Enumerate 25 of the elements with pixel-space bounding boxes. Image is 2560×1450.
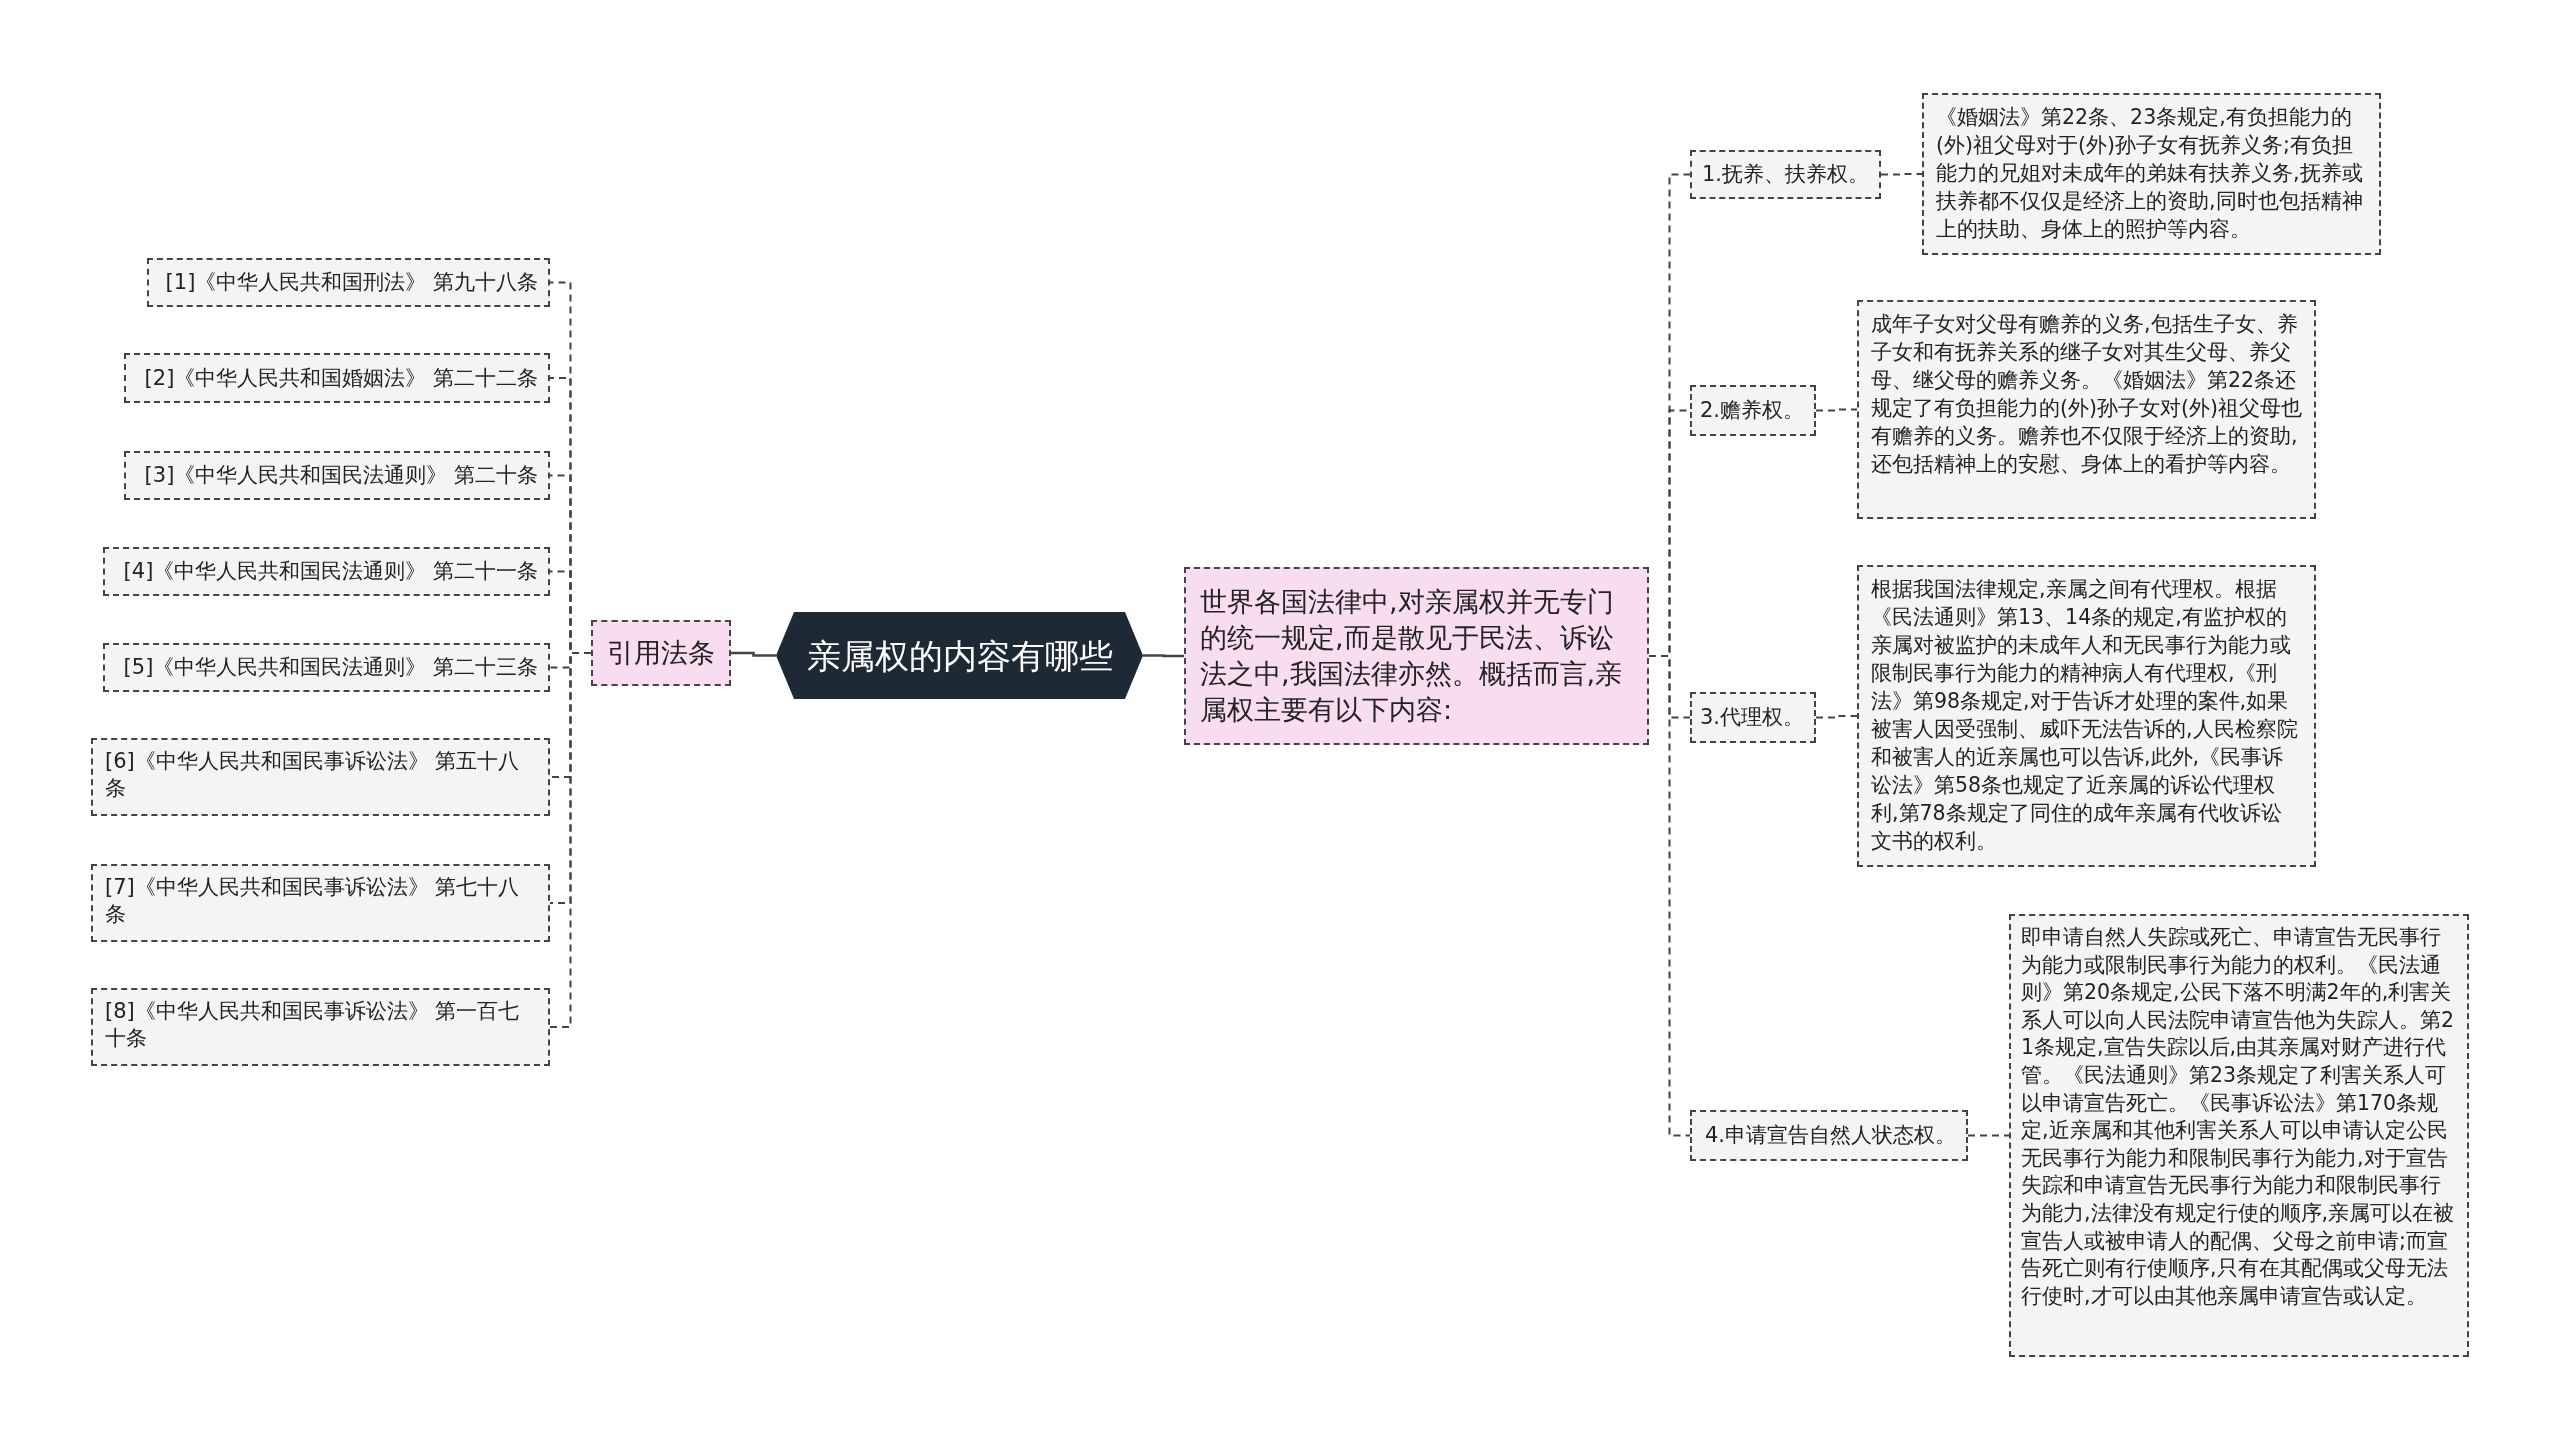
connector-line [1815,715,1858,719]
label-box: [6]《中华人民共和国民事诉讼法》 第五十八条 [91,738,550,816]
connector-line [731,651,776,657]
connector-line [1880,173,1923,176]
connector-line [1143,654,1184,658]
label-box: 1.抚养、扶养权。 [1690,150,1881,199]
label-box: [4]《中华人民共和国民法通则》 第二十一条 [103,547,550,596]
topic-box: 亲属权的内容有哪些 [776,612,1143,699]
label-box: [8]《中华人民共和国民事诉讼法》 第一百七十条 [91,988,550,1066]
text-box: 根据我国法律规定,亲属之间有代理权。根据《民法通则》第13、14条的规定,有监护权的亲属对被监护的未成年人和无民事行为能力或限制民事行为能力的精神病人有代理权,《刑法》第98条规定,对于告诉才处理的案件,如果被害人因受强制、威吓无法告诉的,人民检察院和被害人的近亲属也可以告诉,此外,《民事诉讼法》第58条也规定了近亲属的诉讼代理权利,第78条规定了同住的成年亲属有代收诉讼文书的权利。 [1857,565,2316,867]
label-box: [7]《中华人民共和国民事诉讼法》 第七十八条 [91,864,550,942]
label-box: [5]《中华人民共和国民法通则》 第二十三条 [103,643,550,692]
text-box: 成年子女对父母有赡养的义务,包括生子女、养子女和有抚养关系的继子女对其生父母、养父母、继父母的赡养义务。《婚姻法》第22条还规定了有负担能力的(外)孙子女对(外)祖父母也有赡养的义务。赡养也不仅限于经济上的资助,还包括精神上的安慰、身体上的看护等内容。 [1857,300,2316,519]
label-box: [2]《中华人民共和国婚姻法》 第二十二条 [124,353,550,403]
branch-box: 引用法条 [591,620,731,686]
label-box: [1]《中华人民共和国刑法》 第九十八条 [147,258,550,307]
text-box: 即申请自然人失踪或死亡、申请宣告无民事行为能力或限制民事行为能力的权利。《民法通则》第20条规定,公民下落不明满2年的,利害关系人可以向人民法院申请宣告他为失踪人。第21条规定,宣告失踪以后,由其亲属对财产进行代管。《民法通则》第23条规定了利害关系人可以申请宣告死亡。《民事诉讼法》第170条规定,近亲属和其他利害关系人可以申请认定公民无民事行为能力和限制民事行为能力,对于宣告失踪和申请宣告无民事行为能力和限制民事行为能力,法律没有规定行使的顺序,亲属可以在被宣告人或被申请人的配偶、父母之前申请;而宣告死亡则有行使顺序,只有在其配偶或父母无法行使时,才可以由其他亲属申请宣告或认定。 [2009,914,2469,1357]
summary-box: 世界各国法律中,对亲属权并无专门的统一规定,而是散见于民法、诉讼法之中,我国法律亦然。概括而言,亲属权主要有以下内容: [1184,567,1649,745]
label-box: 2.赡养权。 [1690,385,1816,436]
connector-line [1967,1134,2010,1137]
connector-line [1815,408,1858,412]
label-box: 3.代理权。 [1690,692,1816,743]
label-box: [3]《中华人民共和国民法通则》 第二十条 [124,451,550,500]
text-box: 《婚姻法》第22条、23条规定,有负担能力的(外)祖父母对于(外)孙子女有抚养义务;有负担能力的兄姐对未成年的弟妹有扶养义务,抚养或扶养都不仅仅是经济上的资助,同时也包括精神上的扶助、身体上的照护等内容。 [1922,93,2381,255]
label-box: 4.申请宣告自然人状态权。 [1690,1110,1968,1161]
